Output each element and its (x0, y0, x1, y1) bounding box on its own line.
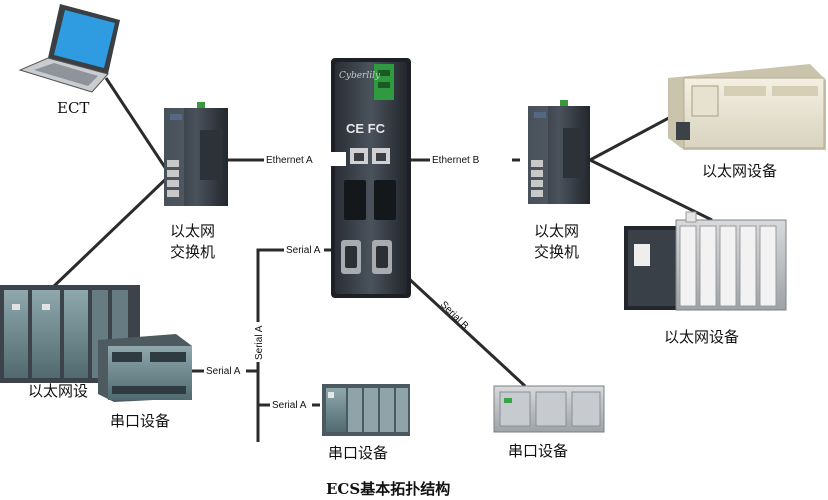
eth-device-mid-right-label: 以太网设备 (664, 328, 739, 346)
ect-to-left-switch-line (104, 77, 172, 176)
laptop-icon (18, 4, 120, 93)
ethernet-device-mid-right-icon (624, 211, 787, 311)
serial-a-vertical-label: Serial A (254, 325, 265, 360)
ect-label: ECT (57, 99, 89, 117)
serial-device-bottom-center-label: 串口设备 (328, 444, 388, 462)
ethernet-switch-left-icon (164, 102, 228, 206)
left-switch-to-plc-line (50, 173, 172, 290)
serial-device-bottom-right-icon (493, 385, 605, 433)
left-switch-label-line2: 交换机 (170, 243, 215, 261)
diagram-title: ECS基本拓扑结构 (326, 480, 450, 498)
serial-a-left-label: Serial A (206, 366, 241, 377)
serial-b-label: Serial B (438, 299, 471, 332)
right-switch-to-top-device-line (589, 110, 681, 162)
ethernet-switch-right-icon (528, 100, 590, 204)
serial-device-bottom-center-icon (322, 384, 410, 436)
ethernet-device-top-right-icon (668, 64, 826, 150)
serial-device-left-icon (98, 334, 192, 402)
eth-device-left-label: 以太网设 (28, 382, 88, 400)
ethernet-b-label: Ethernet B (432, 155, 480, 166)
ethernet-a-label: Ethernet A (266, 155, 313, 166)
left-switch-label-line1: 以太网 (170, 222, 215, 240)
device-brand-label: Cyberlily (339, 71, 381, 81)
eth-device-top-right-label: 以太网设备 (702, 162, 777, 180)
serial-a-top-label: Serial A (286, 245, 321, 256)
serial-a-bottom-label: Serial A (272, 400, 307, 411)
device-marks-label: CE FC (346, 121, 386, 136)
right-switch-to-mid-device-line (589, 158, 713, 222)
right-switch-label-line1: 以太网 (534, 222, 579, 240)
ecs-gateway-device: Cyberlily CE FC (331, 58, 411, 298)
serial-device-bottom-right-label: 串口设备 (508, 442, 568, 460)
serial-device-left-label: 串口设备 (110, 412, 170, 430)
right-switch-label-line2: 交换机 (534, 243, 579, 261)
